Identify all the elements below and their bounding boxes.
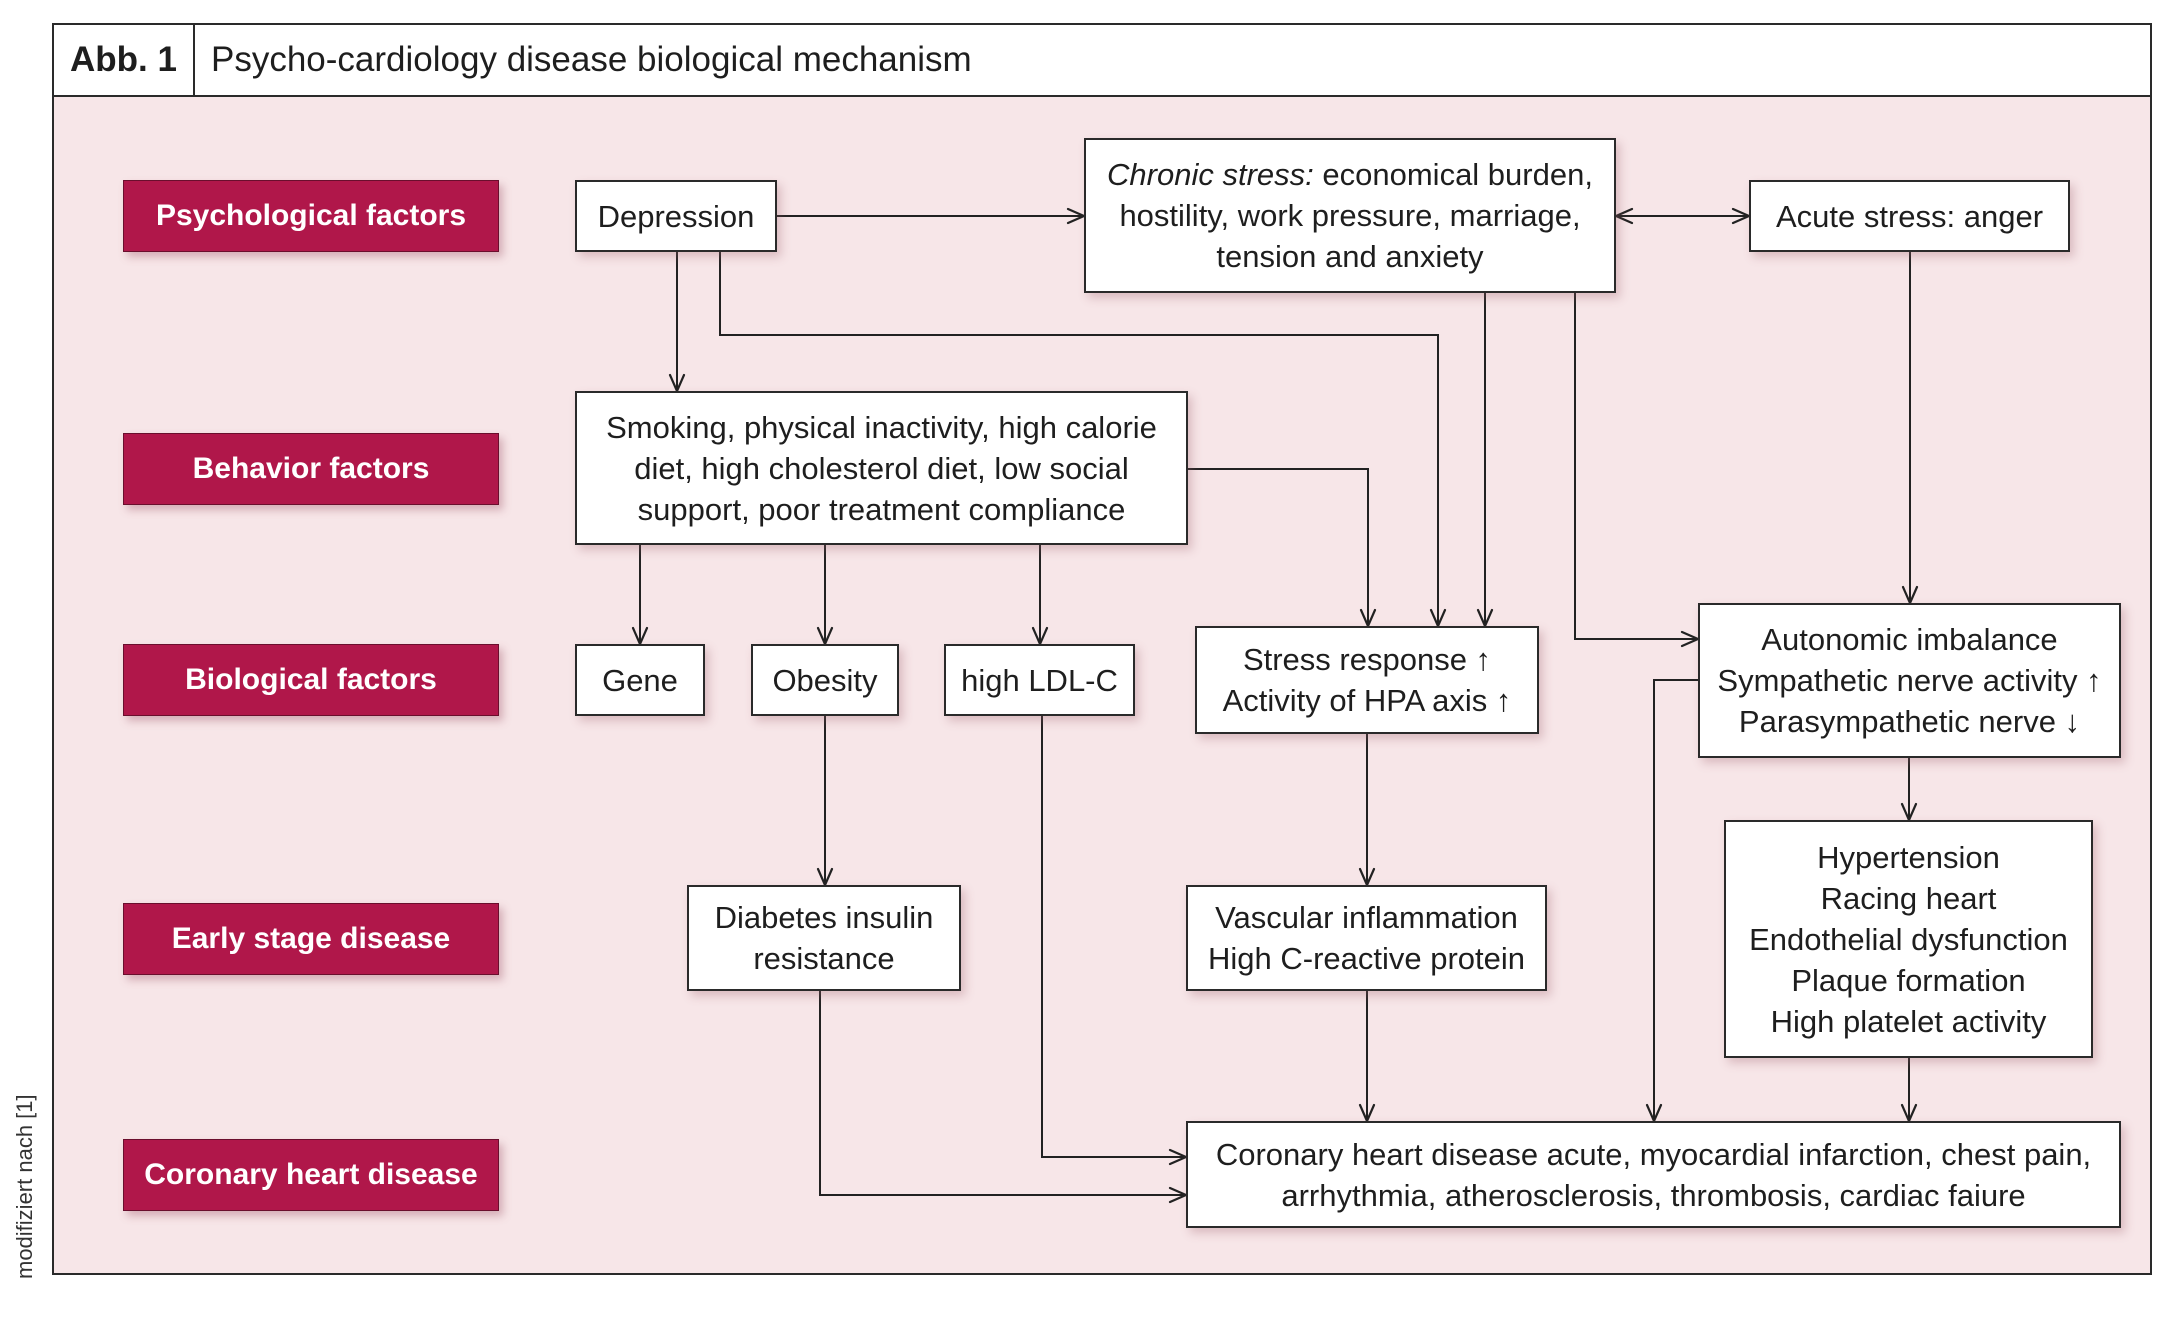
node-line: Coronary heart disease acute, myocardial… <box>1215 1136 2092 1172</box>
category-psychological-factors: Psychological factors <box>123 180 499 252</box>
node-acute-stress: Acute stress: anger <box>1749 180 2070 252</box>
node-line-lead: Chronic stress: <box>1107 157 1314 192</box>
node-line: hostility, work pressure, marriage, <box>1119 198 1581 233</box>
arrow-chronic-stress-to-autonomic <box>1574 293 1698 639</box>
node-obesity: Obesity <box>751 644 899 716</box>
node-line: Smoking, physical inactivity, high calor… <box>606 409 1157 445</box>
node-depression: Depression <box>575 180 777 252</box>
node-vascular-inflammation: Vascular inflammation High C-reactive pr… <box>1186 885 1547 991</box>
node-diabetes: Diabetes insulin resistance <box>687 885 961 991</box>
arrow-diabetes-to-chd <box>819 991 1186 1195</box>
category-early-stage-disease: Early stage disease <box>123 903 499 975</box>
node-line: High platelet activity <box>1770 1003 2047 1039</box>
node-line: Gene <box>602 662 678 698</box>
node-chronic-stress: Chronic stress: economical burden, hosti… <box>1084 138 1616 293</box>
node-line-text: economical burden, <box>1322 157 1593 192</box>
node-line: Parasympathetic nerve ↓ <box>1738 704 2081 739</box>
node-line: Endothelial dysfunction <box>1749 921 2068 957</box>
node-line: Acute stress: anger <box>1775 198 2044 234</box>
node-behaviors: Smoking, physical inactivity, high calor… <box>575 391 1188 545</box>
node-line: Obesity <box>772 662 878 698</box>
node-ldl: high LDL-C <box>944 644 1135 716</box>
arrow-behaviors-to-stress-response <box>1188 468 1368 626</box>
category-behavior-factors: Behavior factors <box>123 433 499 505</box>
node-autonomic-imbalance: Autonomic imbalance Sympathetic nerve ac… <box>1698 603 2121 758</box>
node-line: High C-reactive protein <box>1207 941 1526 976</box>
node-line: arrhythmia, atherosclerosis, thrombosis,… <box>1281 1177 2026 1213</box>
node-line: Racing heart <box>1820 880 1997 916</box>
node-line: Diabetes insulin <box>714 900 934 935</box>
node-coronary-heart-disease: Coronary heart disease acute, myocardial… <box>1186 1121 2121 1228</box>
node-line: Plaque formation <box>1791 962 2026 998</box>
node-line: tension and anxiety <box>1216 239 1484 274</box>
category-coronary-heart-disease: Coronary heart disease <box>123 1139 499 1211</box>
node-line: high LDL-C <box>961 662 1118 698</box>
node-line: Activity of HPA axis ↑ <box>1222 683 1512 718</box>
figure-title: Psycho-cardiology disease biological mec… <box>211 40 972 79</box>
node-line: diet, high cholesterol diet, low social <box>634 450 1129 486</box>
node-gene: Gene <box>575 644 705 716</box>
node-line: Stress response ↑ <box>1242 642 1492 677</box>
node-line: support, poor treatment compliance <box>637 491 1126 527</box>
node-line: resistance <box>753 941 895 976</box>
arrow-ldl-to-chd <box>1041 716 1186 1157</box>
arrow-autonomic-to-chd <box>1654 679 1698 1121</box>
node-line: Depression <box>597 198 755 234</box>
node-line: Sympathetic nerve activity ↑ <box>1717 663 2102 698</box>
node-line: Autonomic imbalance <box>1761 622 2058 657</box>
arrow-depression-to-stress-response <box>719 252 1438 626</box>
node-line: Vascular inflammation <box>1215 900 1518 935</box>
node-stress-response: Stress response ↑ Activity of HPA axis ↑ <box>1195 626 1539 734</box>
figure-header: Abb. 1 Psycho-cardiology disease biologi… <box>54 25 2150 97</box>
node-cardiac-signs: Hypertension Racing heart Endothelial dy… <box>1724 820 2093 1058</box>
category-biological-factors: Biological factors <box>123 644 499 716</box>
node-line: Hypertension <box>1817 839 2000 875</box>
figure-number: Abb. 1 <box>54 25 195 95</box>
node-line: Chronic stress: economical burden, <box>1107 154 1593 195</box>
